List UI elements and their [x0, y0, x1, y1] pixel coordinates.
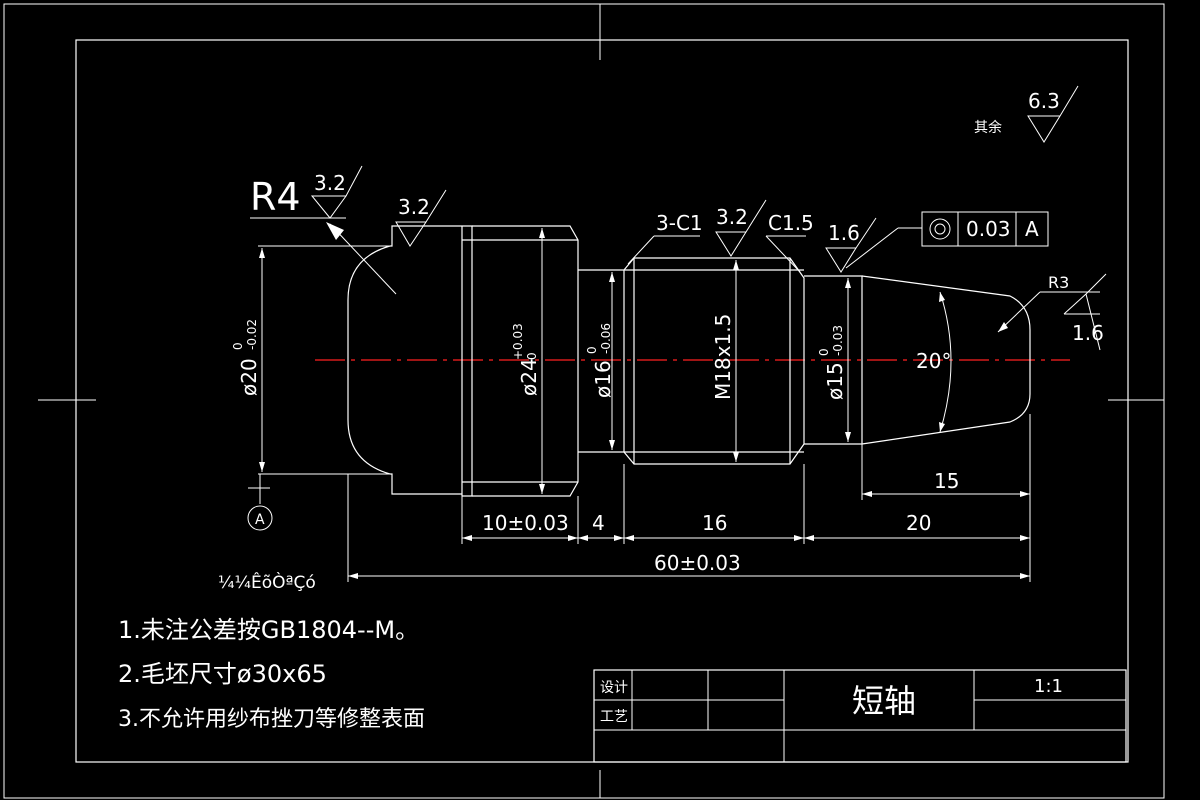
tolerance-datum: A — [1025, 217, 1039, 241]
title-block — [593, 669, 1127, 763]
chamfer-c15-label: C1.5 — [768, 211, 814, 235]
tolerance-value: 0.03 — [966, 217, 1011, 241]
dia-15-label: ø15 0 -0.03 — [817, 325, 847, 400]
svg-text:-0.03: -0.03 — [831, 325, 845, 356]
drawing-scale: 1:1 — [1034, 676, 1063, 697]
roughness-thread-value: 3.2 — [716, 205, 748, 229]
roughness-other-value: 6.3 — [1028, 89, 1060, 113]
length-taper: 15 — [934, 469, 959, 493]
title-design-label: 设计 — [600, 680, 628, 696]
length-seg2: 4 — [592, 511, 605, 535]
note-3: 3.不允许用纱布挫刀等修整表面 — [118, 707, 425, 732]
annotation-leaders — [247, 85, 1107, 531]
fillet-r3-label: R3 — [1048, 273, 1069, 292]
svg-text:0: 0 — [817, 348, 831, 356]
svg-text:ø20: ø20 — [237, 358, 261, 396]
svg-text:0: 0 — [231, 342, 245, 350]
svg-text:-0.02: -0.02 — [245, 319, 259, 350]
thread-label: M18x1.5 — [711, 314, 735, 400]
datum-a-label: A — [255, 512, 265, 528]
svg-text:0: 0 — [525, 352, 539, 360]
chamfer-3c1-label: 3-C1 — [656, 211, 703, 235]
geometric-tolerance-frame — [921, 211, 1049, 247]
length-seg3: 16 — [702, 511, 727, 535]
angle-label: 20° — [916, 349, 951, 373]
note-2: 2.毛坯尺寸ø30x65 — [118, 660, 327, 688]
length-seg4: 20 — [906, 511, 931, 535]
title-process-label: 工艺 — [600, 709, 628, 725]
length-total: 60±0.03 — [654, 551, 741, 575]
dimension-lines — [258, 228, 1031, 582]
notes-heading: ¼¼ÊõÒªÇó — [218, 571, 316, 593]
dia-16-label: ø16 0 -0.06 — [585, 323, 615, 398]
svg-text:M18x1.5: M18x1.5 — [711, 314, 735, 400]
svg-text:-0.06: -0.06 — [599, 323, 613, 354]
svg-text:ø15: ø15 — [823, 362, 847, 400]
roughness-other-label: 其余 — [974, 119, 1002, 136]
svg-text:ø16: ø16 — [591, 360, 615, 398]
dia-20-label: ø20 0 -0.02 — [231, 319, 261, 396]
roughness-head-value: 3.2 — [398, 195, 430, 219]
shaft-outline — [347, 225, 1031, 497]
roughness-shoulder-value: 1.6 — [828, 221, 860, 245]
svg-text:ø24: ø24 — [517, 358, 541, 396]
length-seg1: 10±0.03 — [482, 511, 569, 535]
roughness-r4-value: 3.2 — [314, 171, 346, 195]
svg-text:+0.03: +0.03 — [511, 323, 525, 360]
fillet-r4-label: R4 — [250, 175, 301, 219]
roughness-tip-value: 1.6 — [1072, 321, 1104, 345]
note-1: 1.未注公差按GB1804--M。 — [118, 616, 419, 644]
svg-text:0: 0 — [585, 346, 599, 354]
part-name: 短轴 — [852, 682, 916, 720]
dia-24-label: ø24 +0.03 0 — [511, 323, 541, 396]
